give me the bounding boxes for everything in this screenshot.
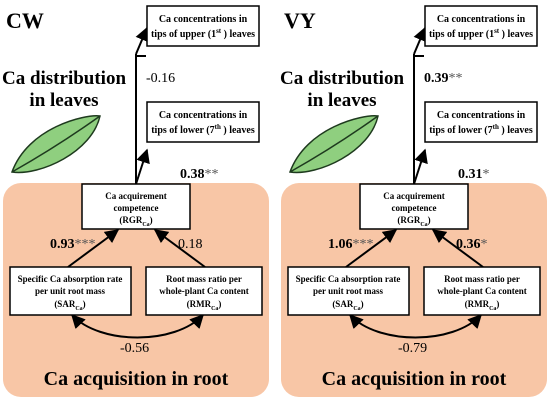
coef-rmr-to-rgr: 0.36* (456, 237, 488, 252)
path-correlation (71, 313, 204, 339)
path-sar-to-rgr (67, 229, 120, 268)
leaf-icon (288, 115, 379, 174)
path-upper-end (135, 26, 149, 55)
significance-stars: *** (75, 237, 96, 252)
sar-box-line2: per unit root mass (313, 286, 383, 296)
path-rgr-to-lower (413, 148, 428, 185)
rmr-box: Root mass ratio per whole-plant Ca conte… (145, 266, 263, 316)
rgr-box-line1: Ca acquirement (105, 191, 167, 201)
sar-box-line1: Specific Ca absorption rate (296, 274, 401, 284)
upper-box-line2: tips of upper (1st ) leaves (151, 27, 255, 40)
path-correlation (349, 313, 482, 339)
upper-leaf-box: Ca concentrations in tips of upper (1st … (146, 5, 260, 47)
coef-value: -0.56 (120, 341, 149, 356)
sar-box: Specific Ca absorption rate per unit roo… (9, 266, 132, 316)
coef-value: 0.93 (50, 237, 75, 252)
lower-box-line1: Ca concentrations in (437, 110, 526, 121)
upper-box-line1: Ca concentrations in (159, 14, 248, 25)
lower-box-line2: tips of lower (7th ) leaves (429, 123, 533, 136)
rgr-box: Ca acquirement competence (RGRCa) (81, 183, 191, 230)
significance-stars: * (481, 237, 488, 252)
path-rmr-to-rgr (431, 229, 484, 268)
rmr-box-line2: whole-plant Ca content (159, 286, 249, 296)
upper-box-line1: Ca concentrations in (437, 14, 526, 25)
upper-box-line2: tips of upper (1st ) leaves (429, 27, 533, 40)
coef-rmr-to-rgr: 0.18 (178, 237, 203, 252)
significance-stars: *** (353, 237, 374, 252)
coef-value: 0.18 (178, 237, 203, 252)
lower-leaf-box: Ca concentrations in tips of lower (7th … (146, 101, 260, 143)
panel-cw: CW Ca distribution in leaves Ca concentr… (2, 5, 269, 397)
rgr-box-line3: (RGRCa) (119, 215, 152, 228)
rgr-box-line1: Ca acquirement (383, 191, 445, 201)
panel-title: VY (284, 8, 316, 33)
panel-vy: VY Ca distribution in leaves Ca concentr… (280, 5, 547, 397)
sar-box-line1: Specific Ca absorption rate (18, 274, 123, 284)
coef-value: 0.38 (180, 167, 205, 182)
rmr-box-line3: (RMRCa) (465, 299, 500, 312)
coef-sar-rmr-correlation: -0.56 (120, 341, 149, 356)
rgr-box-line2: competence (392, 203, 437, 213)
path-upper-end (413, 26, 427, 55)
sar-box: Specific Ca absorption rate per unit roo… (287, 266, 410, 316)
coef-sar-to-rgr: 1.06*** (328, 237, 374, 252)
rgr-box-line3: (RGRCa) (397, 215, 430, 228)
panel-title: CW (6, 8, 44, 33)
sar-box-line3: (SARCa) (332, 299, 363, 312)
sar-box-line3: (SARCa) (54, 299, 85, 312)
path-rgr-to-lower (135, 148, 150, 185)
coef-value: -0.16 (146, 71, 175, 86)
rmr-box: Root mass ratio per whole-plant Ca conte… (423, 266, 541, 316)
significance-stars: * (483, 167, 490, 182)
rgr-box: Ca acquirement competence (RGRCa) (359, 183, 469, 230)
lower-box-line2: tips of lower (7th ) leaves (151, 123, 255, 136)
upper-leaf-box: Ca concentrations in tips of upper (1st … (424, 5, 538, 47)
rmr-box-line2: whole-plant Ca content (437, 286, 527, 296)
distribution-label-line2: in leaves (29, 90, 98, 111)
lower-box-line1: Ca concentrations in (159, 110, 248, 121)
coef-lower-leaves: 0.31* (458, 167, 490, 182)
lower-leaf-box: Ca concentrations in tips of lower (7th … (424, 101, 538, 143)
path-sar-to-rgr (345, 229, 398, 268)
coef-sar-rmr-correlation: -0.79 (398, 341, 427, 356)
sar-box-line2: per unit root mass (35, 286, 105, 296)
root-panel-background (3, 183, 269, 397)
root-label: Ca acquisition in root (322, 368, 507, 390)
coef-upper-leaves: -0.16 (146, 71, 175, 86)
rmr-box-line1: Root mass ratio per (166, 274, 242, 284)
coef-value: -0.79 (398, 341, 427, 356)
coef-value: 1.06 (328, 237, 353, 252)
significance-stars: ** (205, 167, 219, 182)
coef-lower-leaves: 0.38** (180, 167, 219, 182)
path-rmr-to-rgr (153, 229, 206, 268)
coef-value: 0.31 (458, 167, 483, 182)
significance-stars: ** (449, 71, 463, 86)
leaf-icon (10, 115, 101, 174)
coef-value: 0.36 (456, 237, 481, 252)
coef-upper-leaves: 0.39** (424, 71, 463, 86)
rmr-box-line1: Root mass ratio per (444, 274, 520, 284)
distribution-label-line1: Ca distribution (2, 68, 126, 89)
coef-value: 0.39 (424, 71, 449, 86)
distribution-label-line2: in leaves (307, 90, 376, 111)
rmr-box-line3: (RMRCa) (187, 299, 222, 312)
rgr-box-line2: competence (114, 203, 159, 213)
distribution-label-line1: Ca distribution (280, 68, 404, 89)
root-label: Ca acquisition in root (44, 368, 229, 390)
root-panel-background (281, 183, 547, 397)
coef-sar-to-rgr: 0.93*** (50, 237, 96, 252)
